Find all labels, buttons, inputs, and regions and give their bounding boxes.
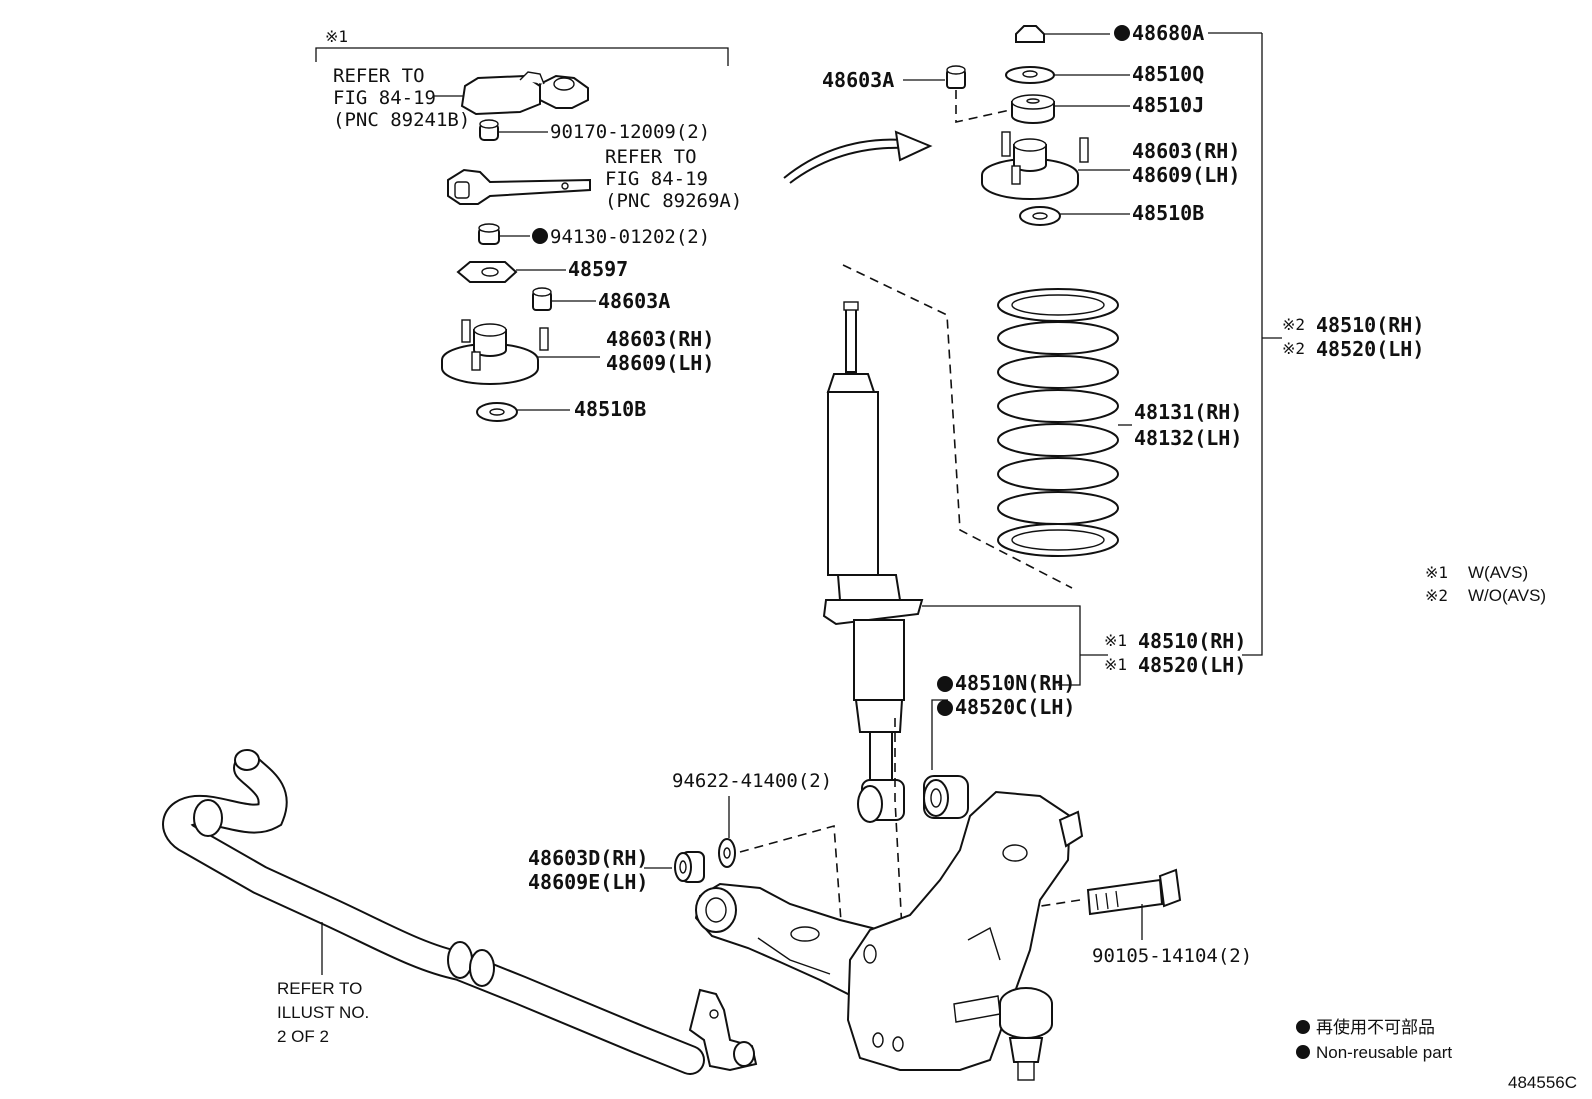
label-48609-lh-right: 48609(LH) [1132, 163, 1240, 187]
group-marker: ※1 [325, 27, 348, 46]
assembly-dash-shock-lower [894, 718, 903, 931]
note-2-text: W/O(AVS) [1468, 586, 1546, 605]
non-reusable-dot [937, 700, 953, 716]
bushing-48603d [674, 851, 705, 883]
label-48603-rh-right: 48603(RH) [1132, 139, 1240, 163]
label-90105-14104: 90105-14104(2) [1092, 945, 1252, 967]
label-94622-41400: 94622-41400(2) [672, 770, 832, 792]
cushion-48510j [1011, 94, 1055, 124]
assembly-dash-nut [955, 90, 1011, 123]
stabilizer-bar [162, 749, 758, 1075]
washer-94622 [718, 838, 736, 868]
label-48603a-left: 48603A [598, 289, 670, 313]
label-94130-01202: 94130-01202(2) [550, 226, 710, 248]
legend: 再使用不可部品 Non-reusable part [1296, 1017, 1452, 1062]
leader-48510n [931, 699, 948, 770]
label-48597: 48597 [568, 257, 628, 281]
wo-avs-group: 48680A 48603A 48510Q 48510J [822, 21, 1424, 656]
label-48609e-lh: 48609E(LH) [528, 870, 648, 894]
shock-absorber [822, 301, 924, 823]
refer-1-line-2: FIG 84-19 [333, 87, 436, 109]
label-48603-rh-left: 48603(RH) [606, 327, 714, 351]
refer-2-line-1: REFER TO [605, 146, 697, 168]
note-1-text: W(AVS) [1468, 563, 1528, 582]
mark-1-lh: ※1 [1104, 655, 1127, 674]
refer-2-line-3: (PNC 89269A) [605, 190, 742, 212]
washer-48510q [1005, 66, 1055, 84]
assembly-bracket-right [1242, 33, 1263, 656]
avs-bracket [447, 168, 591, 205]
label-48510q: 48510Q [1132, 62, 1204, 86]
label-48603d-rh: 48603D(RH) [528, 846, 648, 870]
label-assembly-2-lh: 48520(LH) [1316, 337, 1424, 361]
label-48603a-right: 48603A [822, 68, 894, 92]
refer-1-line-1: REFER TO [333, 65, 425, 87]
label-assembly-1-rh: 48510(RH) [1138, 629, 1246, 653]
nut-48680a [1015, 25, 1045, 43]
bolt-90105 [1086, 868, 1182, 916]
non-reusable-dot [532, 228, 548, 244]
label-48609-lh-left: 48609(LH) [606, 351, 714, 375]
lower-eye-bushing [857, 779, 905, 823]
legend-dot [1296, 1020, 1310, 1034]
nut-48603a-right [946, 65, 966, 89]
label-48510b-right: 48510B [1132, 201, 1204, 225]
nut-48603a-left [532, 287, 552, 311]
assembly-bracket-shock [922, 605, 1081, 686]
refer-1-line-3: (PNC 89241B) [333, 109, 470, 131]
mark-1-rh: ※1 [1104, 631, 1127, 650]
refer-3-line-2: ILLUST NO. [277, 1003, 369, 1022]
direction-arrow [783, 130, 933, 184]
avs-group: ※1 REFER TO FIG 84-19 (PNC 89241B) 90170… [315, 27, 742, 422]
seat-48510b-left [476, 402, 518, 422]
assembly-dash-spring [842, 264, 1073, 589]
label-48510n-rh: 48510N(RH) [955, 671, 1075, 695]
label-48680a: 48680A [1132, 21, 1204, 45]
mark-2-rh: ※2 [1282, 315, 1305, 334]
note-2-mark: ※2 [1425, 586, 1448, 605]
non-reusable-dot [1114, 25, 1130, 41]
upper-mount-left [441, 319, 549, 385]
figure-id: 484556C [1508, 1073, 1577, 1092]
legend-dot [1296, 1045, 1310, 1059]
bushing-48510n: 48510N(RH) 48520C(LH) [923, 671, 1075, 819]
steering-knuckle [846, 790, 1084, 1071]
refer-3-line-1: REFER TO [277, 979, 362, 998]
label-48510b-left: 48510B [574, 397, 646, 421]
non-reusable-dot [937, 676, 953, 692]
refer-3-line-3: 2 OF 2 [277, 1027, 329, 1046]
plate-48597 [456, 261, 518, 283]
seat-48510b-right [1019, 206, 1061, 226]
label-spring-lh: 48132(LH) [1134, 426, 1242, 450]
upper-mount-right [981, 131, 1089, 200]
mark-2-lh: ※2 [1282, 339, 1305, 358]
label-assembly-2-rh: 48510(RH) [1316, 313, 1424, 337]
assembly-dash-washer [739, 824, 847, 991]
label-48520c-lh: 48520C(LH) [955, 695, 1075, 719]
legend-en: Non-reusable part [1316, 1043, 1452, 1062]
nut-94130 [478, 223, 500, 245]
avs-actuator [460, 71, 589, 116]
nut-90170 [479, 119, 499, 141]
label-48510j: 48510J [1132, 93, 1204, 117]
ball-joint [999, 987, 1053, 1081]
notes: ※1 W(AVS) ※2 W/O(AVS) [1425, 563, 1546, 605]
legend-jp: 再使用不可部品 [1316, 1017, 1435, 1037]
label-spring-rh: 48131(RH) [1134, 400, 1242, 424]
label-90170-12009: 90170-12009(2) [550, 121, 710, 143]
label-assembly-1-lh: 48520(LH) [1138, 653, 1246, 677]
coil-spring [997, 288, 1119, 557]
note-1-mark: ※1 [1425, 563, 1448, 582]
refer-2-line-2: FIG 84-19 [605, 168, 708, 190]
group-bracket [315, 47, 729, 66]
